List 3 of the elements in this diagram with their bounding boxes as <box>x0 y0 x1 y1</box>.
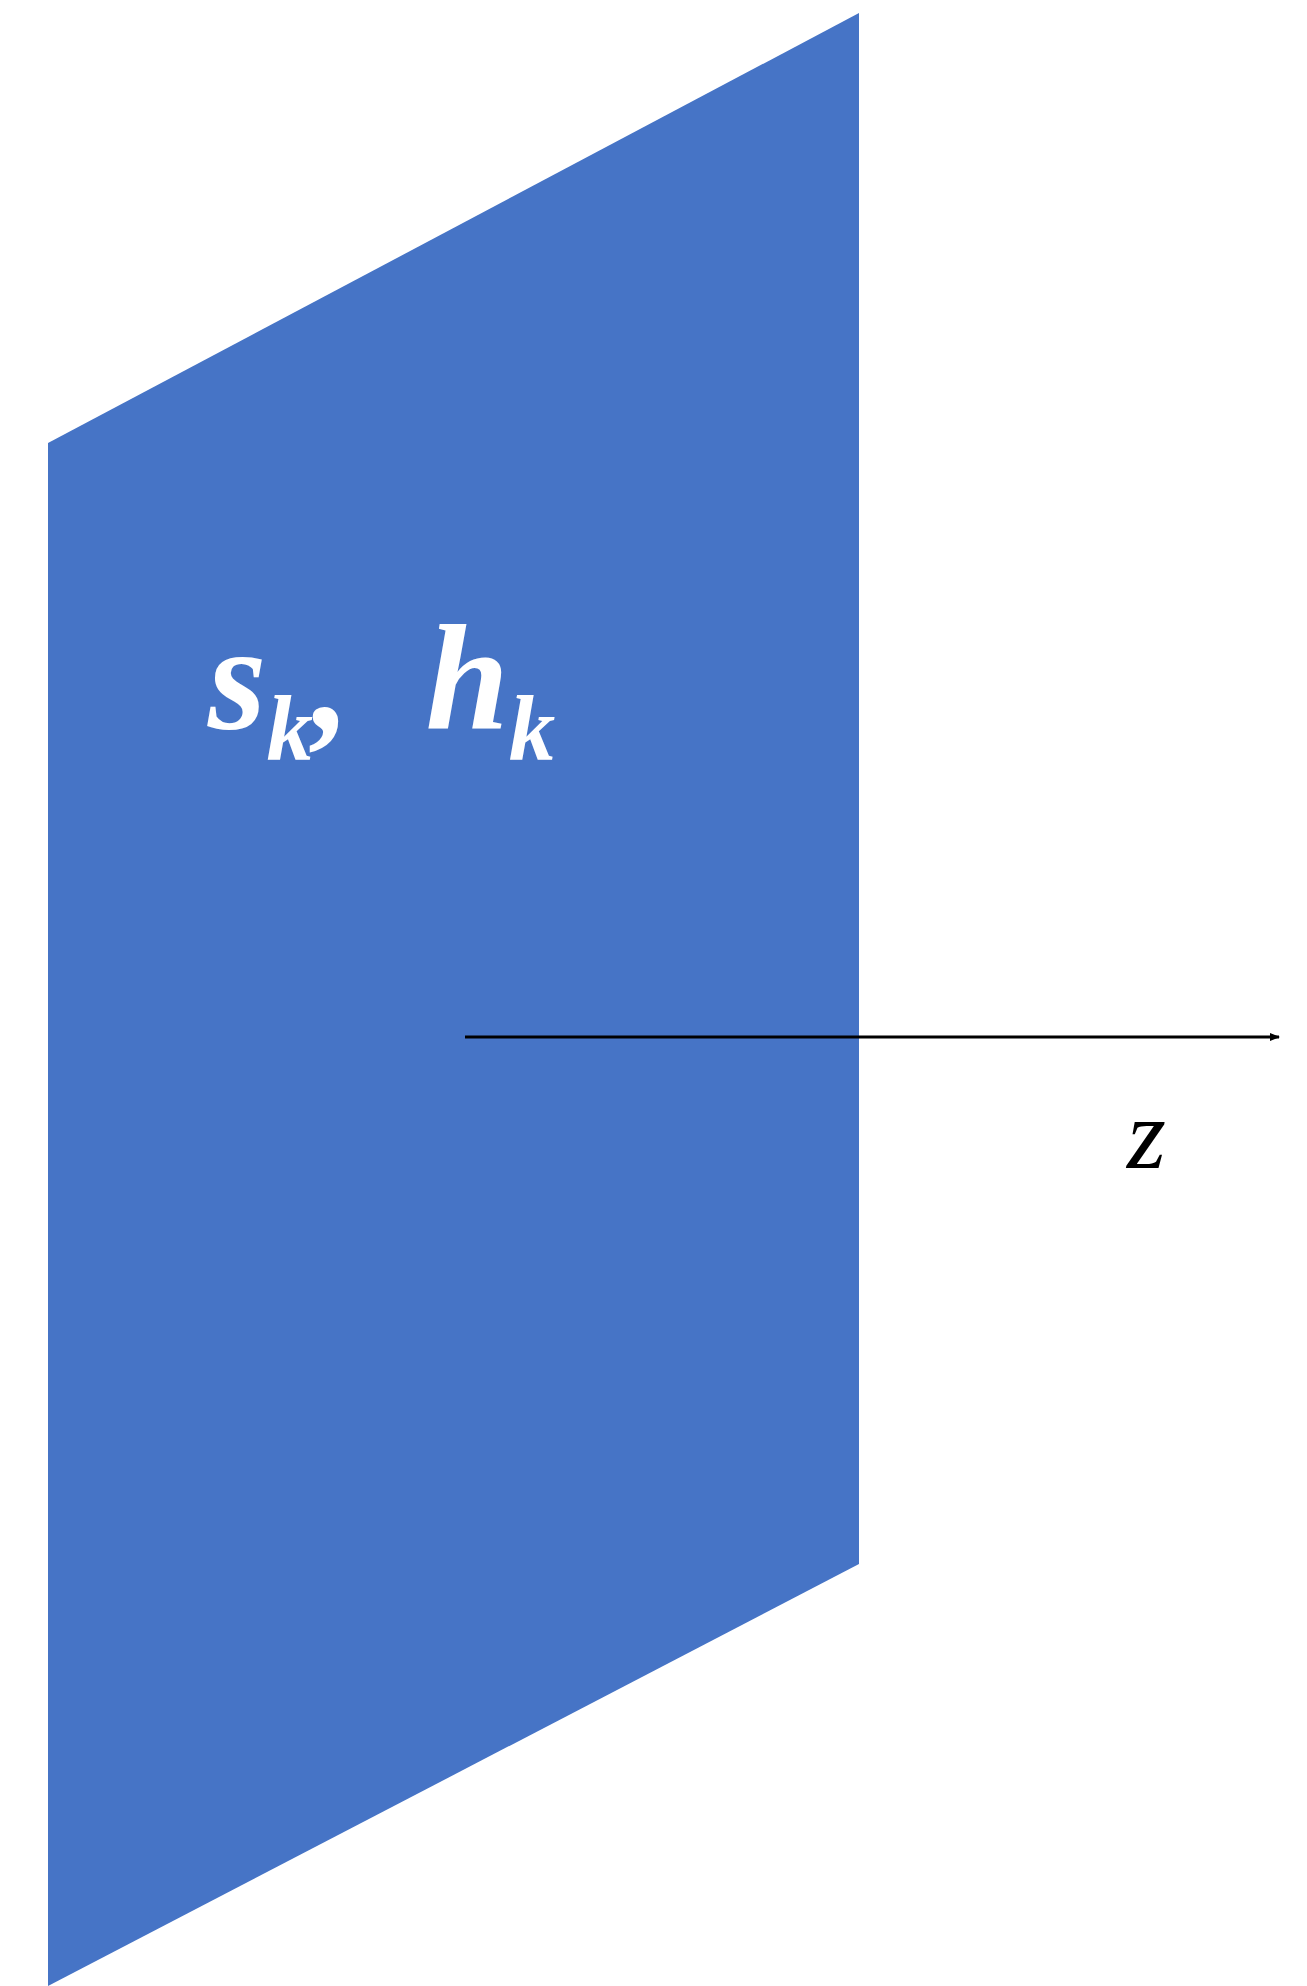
math-label: s$_{k}$, h$_{k}$ <box>208 603 556 775</box>
plane-shape <box>48 13 859 1986</box>
axis-label: z <box>1127 1085 1166 1185</box>
